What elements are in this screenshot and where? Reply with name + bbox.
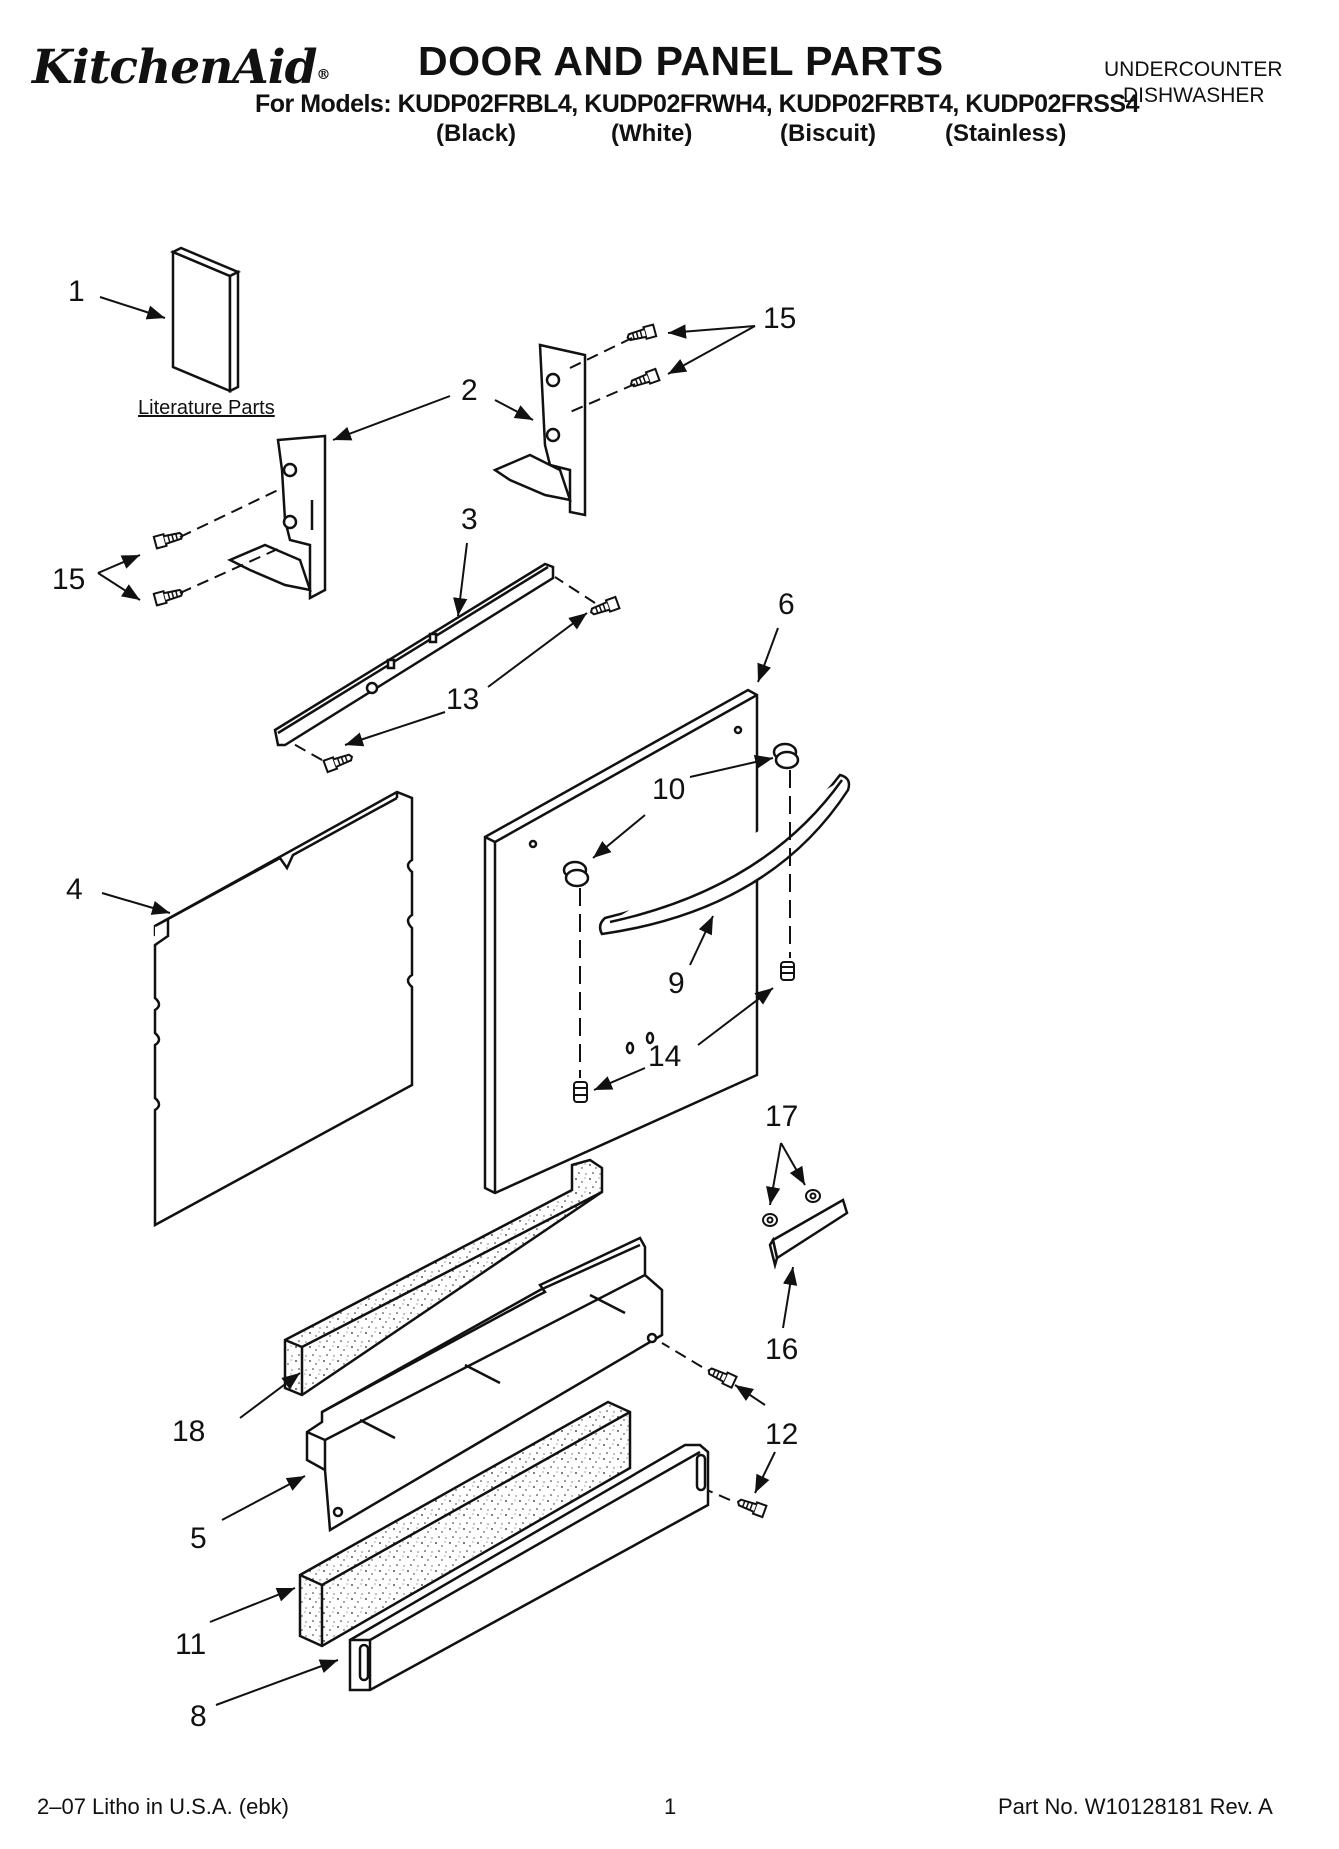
handle-standoff-left: [562, 860, 590, 888]
footer-print-info: 2–07 Litho in U.S.A. (ebk): [37, 1794, 289, 1819]
door-handle: [598, 773, 851, 936]
callout-17: 17: [765, 1100, 799, 1133]
screw-13-left: [322, 750, 355, 774]
panel-bracket-part-16: [768, 1198, 849, 1270]
leader-17b: [780, 1142, 806, 1186]
leader-11: [209, 1587, 296, 1623]
callout-16: 16: [765, 1333, 799, 1366]
brand-logo: KitchenAid®: [32, 40, 330, 95]
leader-6: [757, 627, 779, 683]
leader-4: [101, 892, 171, 915]
leader-5: [221, 1475, 306, 1521]
leader-9: [689, 915, 714, 966]
handle-standoff-right: [772, 742, 800, 770]
appliance-type-line1: UNDERCOUNTER: [1104, 58, 1283, 81]
toe-panel-bracket-5: [305, 1236, 664, 1533]
leader-14b: [593, 1067, 646, 1091]
screw-15-right-top: [625, 323, 658, 345]
callout-15-right: 15: [763, 302, 797, 335]
left-hinge-bracket: [227, 434, 327, 601]
leader-12b: [754, 1451, 776, 1494]
callout-8: 8: [190, 1700, 207, 1733]
callout-11: 11: [175, 1628, 207, 1661]
callout-12: 12: [765, 1418, 799, 1451]
callout-14: 14: [648, 1040, 682, 1073]
leader-2b: [494, 399, 534, 421]
leader-18: [239, 1372, 301, 1419]
leader-16: [782, 1266, 798, 1329]
foam-strip-11: [298, 1400, 632, 1648]
leader-10b: [592, 814, 646, 859]
right-hinge-bracket: [492, 343, 587, 517]
callout-10: 10: [652, 773, 686, 806]
part-number: Part No. W10128181 Rev. A: [998, 1794, 1273, 1819]
screw-12-upper: [705, 1363, 738, 1389]
color-label-black: (Black): [436, 120, 517, 147]
set-screw-left: [573, 1081, 588, 1103]
literature-booklet: [170, 246, 241, 394]
callout-5: 5: [190, 1522, 207, 1555]
callout-15-left: 15: [52, 563, 86, 596]
nut-17-right: [805, 1189, 821, 1203]
toe-kick-plate-8: [348, 1443, 710, 1692]
leader-1: [99, 296, 166, 320]
screw-12-lower: [735, 1495, 768, 1519]
nut-17-left: [762, 1213, 778, 1227]
dashed-guides-handle: [579, 770, 791, 1078]
screw-15-left-top: [152, 528, 185, 550]
appliance-type-line2: DISHWASHER: [1123, 84, 1265, 107]
callout-3: 3: [461, 503, 478, 536]
page-number: 1: [664, 1794, 677, 1819]
dashed-guides-15: [179, 337, 636, 594]
color-label-white: (White): [611, 120, 693, 147]
callout-9: 9: [668, 967, 685, 1000]
leader-8: [215, 1659, 339, 1706]
literature-parts-label: Literature Parts: [138, 397, 275, 419]
dashed-guides-13: [289, 576, 596, 761]
screw-15-left-bottom: [152, 585, 185, 607]
inner-panel: [153, 790, 414, 1228]
leader-14a: [697, 987, 774, 1046]
screw-15-right-bottom: [628, 367, 661, 391]
callout-6: 6: [778, 588, 795, 621]
color-label-biscuit: (Biscuit): [780, 120, 876, 147]
leader-15c: [97, 554, 141, 574]
leader-3: [453, 542, 468, 617]
set-screw-right: [780, 961, 795, 981]
leader-15b: [667, 325, 756, 375]
leader-15a: [667, 324, 756, 339]
door-panel: [483, 688, 759, 1195]
callout-2: 2: [461, 374, 478, 407]
callout-18: 18: [172, 1415, 206, 1448]
page-title: DOOR AND PANEL PARTS: [418, 38, 944, 84]
leader-2a: [332, 395, 451, 441]
top-channel: [273, 562, 555, 747]
callout-4: 4: [66, 873, 83, 906]
leader-15d: [97, 572, 141, 601]
callout-13: 13: [446, 683, 480, 716]
callout-1: 1: [68, 275, 85, 308]
foam-strip-18: [283, 1158, 604, 1397]
models-line: For Models: KUDP02FRBL4, KUDP02FRWH4, KU…: [255, 90, 1139, 118]
leader-17a: [766, 1142, 782, 1206]
leader-13a: [487, 612, 588, 688]
color-label-stainless: (Stainless): [945, 120, 1067, 147]
leader-12a: [734, 1384, 766, 1406]
screw-13-right: [588, 595, 621, 619]
leader-13b: [344, 711, 446, 747]
leader-10a: [689, 754, 774, 778]
